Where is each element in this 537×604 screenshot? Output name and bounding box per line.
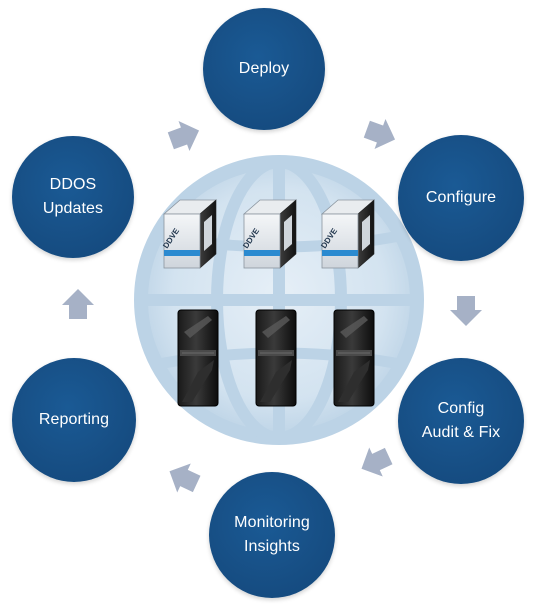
step-label: Monitoring Insights <box>234 514 310 555</box>
step-ddos-updates: DDOS Updates <box>12 136 134 258</box>
step-label: Deploy <box>238 60 290 77</box>
step-label: Configure <box>425 189 497 206</box>
step-label: DDOS Updates <box>42 176 104 217</box>
hardware-appliance-icon <box>177 309 375 407</box>
step-monitoring: Monitoring Insights <box>209 472 335 598</box>
step-deploy: Deploy <box>203 8 325 130</box>
step-label: Reporting <box>38 411 110 428</box>
step-label: Config Audit & Fix <box>421 400 501 441</box>
virtual-appliance-icon <box>163 199 375 269</box>
step-configure: Configure <box>398 135 524 261</box>
step-config-audit: Config Audit & Fix <box>398 358 524 484</box>
step-reporting: Reporting <box>12 358 136 482</box>
